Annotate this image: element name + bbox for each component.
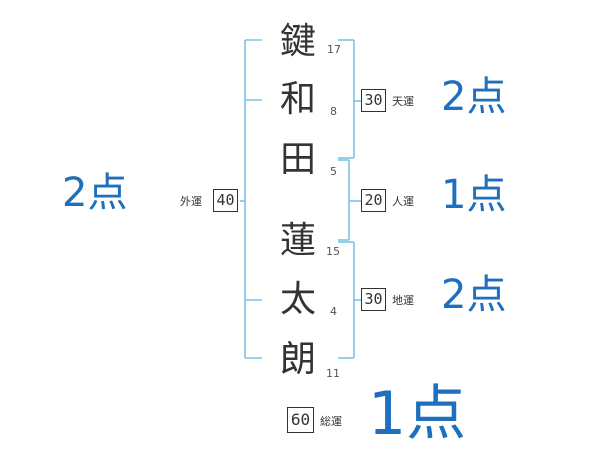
stroke-count-3: 5 xyxy=(330,165,337,178)
chiun-result: 2点 xyxy=(441,272,507,318)
jinun-result: 1点 xyxy=(441,172,507,218)
gaiun-label: 外運 xyxy=(180,195,202,208)
gaiun-value-box: 40 xyxy=(213,189,238,212)
outer-bracket xyxy=(240,39,262,359)
chiun-value-box: 30 xyxy=(361,288,386,311)
name-char-2: 和 xyxy=(279,79,316,120)
jinun-value-box: 20 xyxy=(361,189,386,212)
name-char-5: 太 xyxy=(279,279,316,320)
stroke-count-6: 11 xyxy=(326,367,340,380)
stroke-count-4: 15 xyxy=(326,245,340,258)
jinun-bracket xyxy=(338,159,361,241)
gaiun-result: 2点 xyxy=(62,170,128,216)
jinun-label: 人運 xyxy=(392,195,414,208)
tenun-bracket xyxy=(338,39,361,159)
tenun-value-box: 30 xyxy=(361,89,386,112)
stroke-count-5: 4 xyxy=(330,305,337,318)
chiun-label: 地運 xyxy=(392,294,414,307)
stroke-count-2: 8 xyxy=(330,105,337,118)
name-char-1: 鍵 xyxy=(279,21,316,62)
name-char-3: 田 xyxy=(279,139,316,180)
chiun-bracket xyxy=(338,241,361,359)
souun-value-box: 60 xyxy=(287,407,314,433)
name-char-6: 朗 xyxy=(279,339,316,380)
name-char-4: 蓮 xyxy=(279,220,316,261)
souun-label: 総運 xyxy=(320,415,342,428)
souun-result: 1点 xyxy=(368,379,467,449)
stroke-count-1: 17 xyxy=(327,43,341,56)
tenun-result: 2点 xyxy=(441,74,507,120)
tenun-label: 天運 xyxy=(392,95,414,108)
